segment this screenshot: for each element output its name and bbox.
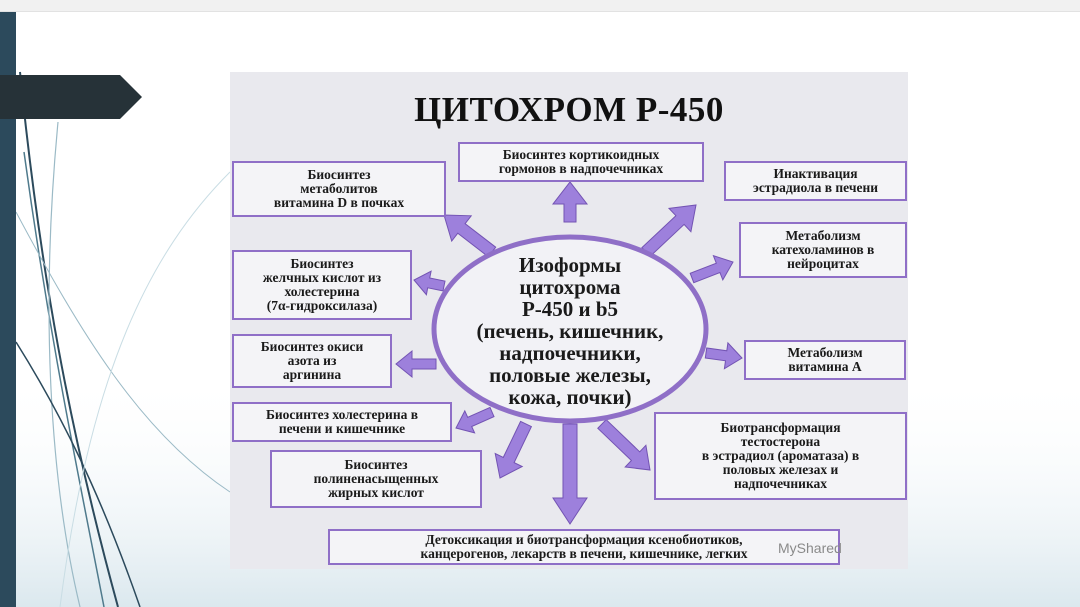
block-arrow [395, 349, 437, 379]
box-nitric-oxide-biosynthesis: Биосинтез окиси азота из аргинина [232, 334, 392, 388]
box-vitamin-a-metabolism: Метаболизм витамина А [744, 340, 906, 380]
arrow-group [395, 181, 743, 525]
title-bookmark-shape [0, 75, 142, 119]
box-bile-acid-biosynthesis: Биосинтез желчных кислот из холестерина … [232, 250, 412, 320]
block-arrow [455, 406, 495, 434]
watermark: MyShared [778, 540, 842, 556]
watermark-text: MyShared [778, 540, 842, 556]
browser-top-strip [0, 0, 1080, 12]
block-arrow [597, 418, 651, 471]
diagram-title: ЦИТОХРОМ Р-450 [414, 90, 724, 129]
deco-line [15, 341, 141, 607]
block-arrow [443, 214, 497, 258]
cytochrome-diagram: ЦИТОХРОМ Р-450 Биосинтез кортикоидных го… [230, 72, 908, 569]
deco-line [19, 71, 119, 607]
deco-line [48, 121, 81, 607]
center-ellipse [431, 234, 709, 424]
box-xenobiotic-detoxication: Детоксикация и биотрансформация ксенобио… [328, 529, 840, 565]
diagram-arrows [395, 181, 743, 525]
block-arrow [494, 420, 533, 479]
block-arrow [641, 204, 697, 258]
box-testosterone-biotransformation: Биотрансформация тестостерона в эстрадио… [654, 412, 907, 500]
block-arrow [551, 181, 589, 223]
box-vitamin-d-metabolites: Биосинтез метаболитов витамина D в почка… [232, 161, 446, 217]
slide-left-bar [0, 12, 16, 607]
box-pufa-biosynthesis: Биосинтез полиненасыщенных жирных кислот [270, 450, 482, 508]
deco-line [23, 151, 105, 607]
block-arrow [413, 270, 446, 296]
deco-line [15, 211, 231, 493]
block-arrow [689, 254, 734, 284]
box-catecholamine-metabolism: Метаболизм катехоламинов в нейроцитах [739, 222, 907, 278]
box-cholesterol-biosynthesis: Биосинтез холестерина в печени и кишечни… [232, 402, 452, 442]
presentation-slide: ЦИТОХРОМ Р-450 Биосинтез кортикоидных го… [0, 12, 1080, 607]
deco-line [59, 171, 231, 607]
block-arrow [552, 423, 588, 525]
center-ellipse-label: Изоформы цитохрома Р-450 и b5 (печень, к… [476, 253, 664, 409]
box-corticoid-biosynthesis: Биосинтез кортикоидных гормонов в надпоч… [458, 142, 704, 182]
box-estradiol-inactivation: Инактивация эстрадиола в печени [724, 161, 907, 201]
block-arrow [704, 341, 743, 370]
